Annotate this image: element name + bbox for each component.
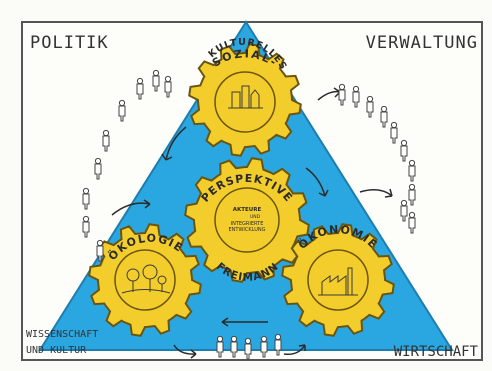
person-icon <box>408 183 416 206</box>
person-icon <box>230 335 238 358</box>
arrow-icon <box>298 344 306 351</box>
gear-inner-ring <box>307 249 369 311</box>
arrow-icon <box>111 202 151 216</box>
person-icon <box>352 85 360 108</box>
gear-inner-text-2: UND <box>250 214 261 220</box>
person-icon <box>400 139 408 162</box>
person-icon <box>390 121 398 144</box>
gear-inner-ring <box>214 71 276 133</box>
factory-icon <box>318 267 358 296</box>
arrow-icon <box>161 153 173 161</box>
person-icon <box>96 239 104 262</box>
gear-oekonomie: ÖKONOMIE <box>281 223 395 337</box>
person-icon <box>408 211 416 234</box>
label-politik: POLITIK <box>30 33 109 53</box>
person-icon <box>260 335 268 358</box>
person-icon <box>366 95 374 118</box>
person-icon <box>152 69 160 92</box>
arrow-icon <box>359 189 393 197</box>
tree-icon <box>121 264 171 294</box>
gear-oekologie: ÖKOLOGIE <box>88 223 202 337</box>
person-icon <box>400 199 408 222</box>
gear-inner-ring <box>114 249 176 311</box>
person-icon <box>164 75 172 98</box>
arrow-icon <box>384 188 393 198</box>
gear-inner-text-1: AKTEURE <box>233 207 262 213</box>
person-icon <box>380 105 388 128</box>
gear-shape <box>184 157 310 283</box>
gear-inner-text-4: ENTWICKLUNG <box>229 227 266 233</box>
label-wissenschaft: WISSENSCHAFT <box>26 329 98 340</box>
label-wirtschaft: WIRTSCHAFT <box>394 344 479 360</box>
arrow-icon <box>165 126 187 161</box>
label-und-kultur: UND KULTUR <box>26 345 87 356</box>
arrow-icon <box>173 344 197 355</box>
person-icon <box>244 337 252 360</box>
gear-shape <box>188 43 302 157</box>
people-figures <box>82 69 416 360</box>
arrow-icon <box>143 199 151 209</box>
person-icon <box>338 83 346 106</box>
label-verwaltung: VERWALTUNG <box>366 33 478 53</box>
arrow-icon <box>283 344 306 356</box>
gear-perspektive: PERSPEKTIVE FREIMANN AKTEURE UND INTEGRI… <box>184 157 310 284</box>
person-icon <box>216 335 224 358</box>
person-icon <box>94 157 102 180</box>
person-icon <box>102 129 110 152</box>
arrow-icon <box>221 317 229 327</box>
arrow-icon <box>317 90 341 101</box>
arrow-icon <box>305 167 326 197</box>
arrow-icon <box>190 349 197 359</box>
gear-shape <box>88 223 202 337</box>
cycle-arrows <box>111 87 393 359</box>
person-icon <box>82 187 90 210</box>
gear-inner-ring <box>214 187 280 253</box>
building-icon <box>228 85 263 109</box>
arrow-icon <box>318 189 329 197</box>
gear-inner-text-3: INTEGRIERTE <box>231 221 264 227</box>
person-icon <box>408 159 416 182</box>
person-icon <box>274 333 282 356</box>
person-icon <box>82 215 90 238</box>
person-icon <box>136 77 144 100</box>
person-icon <box>118 99 126 122</box>
